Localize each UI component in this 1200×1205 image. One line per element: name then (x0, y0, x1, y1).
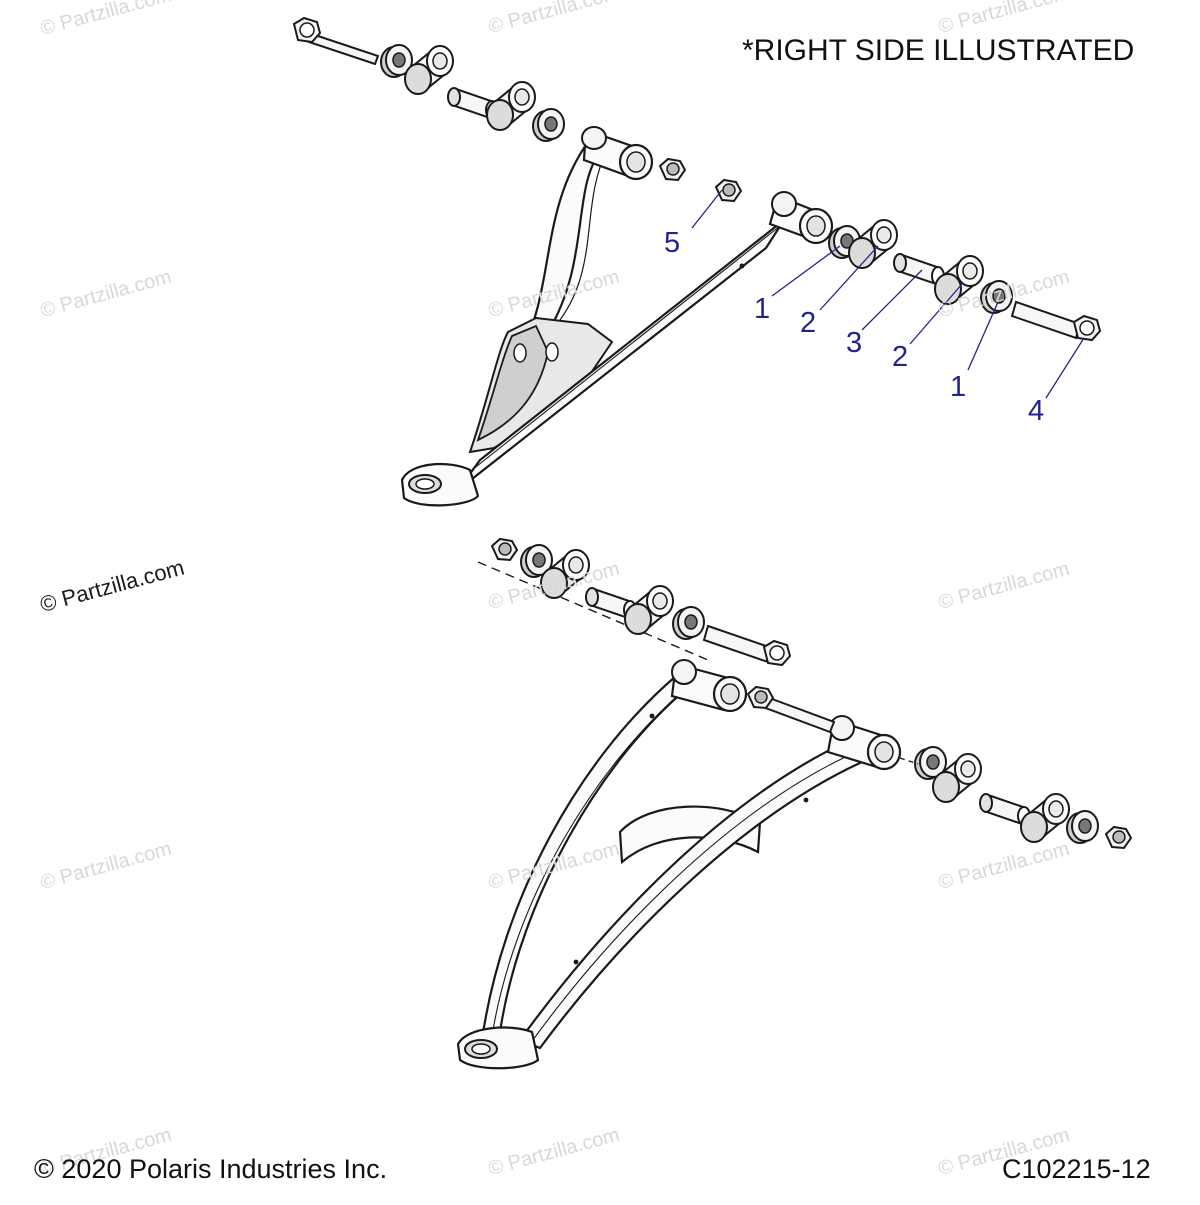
lower-front-hardware (747, 686, 1132, 849)
callout-4: 4 (1028, 395, 1044, 427)
lower-rear-hardware (491, 538, 791, 666)
alignment-dashed-line (477, 561, 709, 661)
right-side-illustrated-note: *RIGHT SIDE ILLUSTRATED (742, 34, 1135, 67)
callout-5: 5 (664, 227, 680, 259)
lower-a-arm (456, 659, 902, 1070)
copyright-text: © 2020 Polaris Industries Inc. (34, 1154, 388, 1184)
callout-3: 3 (846, 327, 862, 359)
callout-2b: 2 (892, 341, 908, 373)
upper-front-hardware (715, 179, 1101, 341)
upper-a-arm (400, 126, 834, 507)
callout-1a: 1 (754, 293, 770, 325)
callouts: 5 1 2 3 2 1 4 (664, 227, 1044, 427)
diagram-code: C102215-12 (1002, 1154, 1151, 1184)
callout-1b: 1 (950, 371, 966, 403)
callout-2a: 2 (800, 307, 816, 339)
leader-lines (691, 189, 1085, 399)
upper-rear-hardware (293, 17, 686, 181)
